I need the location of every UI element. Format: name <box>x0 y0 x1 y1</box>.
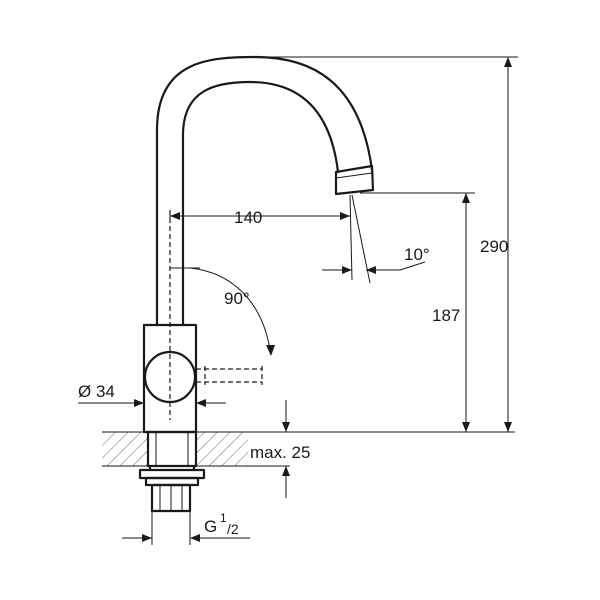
dimension-deck-thickness <box>282 400 290 498</box>
faucet-spout <box>155 55 375 327</box>
deck-thickness-label: max. 25 <box>250 443 310 462</box>
spout-angle-label: 10° <box>404 245 430 264</box>
countertop-right <box>196 431 515 467</box>
thread-label: G 1 /2 <box>204 511 239 537</box>
lever-outline <box>196 366 263 385</box>
reach-label: 140 <box>234 208 262 227</box>
diameter-label: Ø 34 <box>78 382 115 401</box>
dimension-total-height <box>270 56 518 432</box>
dimension-spout-height <box>360 192 475 432</box>
total-height-label: 290 <box>480 237 508 256</box>
mounting-shank <box>138 430 206 513</box>
thread-main-label: G <box>204 517 217 536</box>
dimension-diameter <box>78 396 226 410</box>
thread-sub-label: /2 <box>227 521 239 537</box>
rotation-angle-label: 90° <box>224 289 250 308</box>
thread-sup-label: 1 <box>220 511 227 525</box>
countertop-left <box>102 431 148 467</box>
spout-height-label: 187 <box>432 306 460 325</box>
dimension-spout-angle <box>322 194 426 284</box>
dimension-thread <box>122 511 250 545</box>
dimension-reach <box>169 194 353 281</box>
dimension-rotation <box>170 267 275 356</box>
